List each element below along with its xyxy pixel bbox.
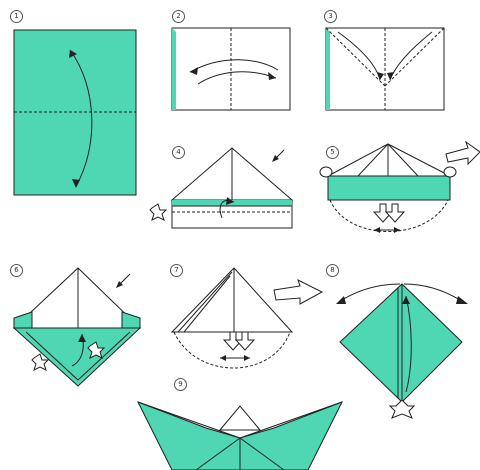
step-1: 1 bbox=[6, 8, 146, 198]
step-9-diagram bbox=[136, 401, 344, 470]
step-7-diagram bbox=[170, 267, 324, 369]
step-4-diagram bbox=[149, 147, 294, 229]
step-4-number: 4 bbox=[172, 146, 185, 159]
step-3-number: 3 bbox=[324, 10, 337, 23]
step-3-diagram bbox=[325, 27, 445, 111]
step-1-number: 1 bbox=[10, 10, 23, 23]
step-1-diagram bbox=[13, 29, 137, 196]
step-6-number: 6 bbox=[10, 264, 23, 277]
step-2: 2 bbox=[168, 8, 298, 113]
step-7-number: 7 bbox=[170, 264, 183, 277]
step-6: 6 bbox=[6, 262, 156, 387]
step-8-number: 8 bbox=[326, 264, 339, 277]
step-2-number: 2 bbox=[172, 10, 185, 23]
step-7: 7 bbox=[166, 262, 336, 372]
step-8-diagram bbox=[336, 283, 468, 419]
step-4: 4 bbox=[148, 142, 303, 234]
step-5: 5 bbox=[318, 140, 480, 237]
step-9: 9 bbox=[136, 376, 346, 470]
step-6-diagram bbox=[12, 267, 142, 387]
step-8: 8 bbox=[322, 262, 480, 422]
step-9-number: 9 bbox=[174, 378, 187, 391]
step-3: 3 bbox=[320, 8, 450, 113]
step-2-diagram bbox=[171, 27, 291, 111]
step-5-diagram bbox=[319, 140, 480, 233]
step-5-number: 5 bbox=[326, 146, 339, 159]
